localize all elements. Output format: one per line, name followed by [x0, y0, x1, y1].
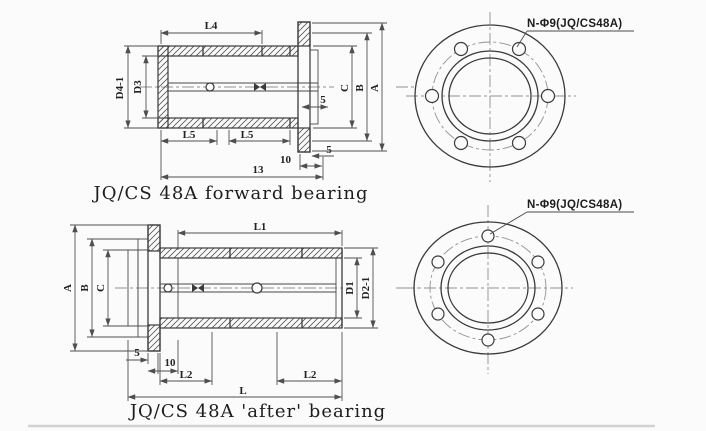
tube-wall-bottom	[159, 317, 343, 329]
lube-hole-icon	[163, 283, 173, 293]
dim-5: 5	[126, 347, 149, 364]
tube-wall-top	[157, 45, 299, 57]
forward-bearing-side-view: L4 D4-1 D3 L5 L5	[92, 20, 414, 204]
flange-bore-circle	[447, 252, 529, 324]
bolt-hole-icon	[431, 307, 445, 321]
dim-label-d1: D1	[344, 281, 356, 294]
lube-hole-icon	[205, 82, 215, 92]
dim-c: C	[95, 249, 150, 327]
dim-label-a: A	[62, 284, 74, 292]
flange-tab-bottom	[147, 324, 161, 352]
after-bearing-flange-view: N-Φ9(JQ/CS48A)	[403, 199, 634, 374]
forward-bearing-flange-view: N-Φ9(JQ/CS48A)	[406, 12, 634, 182]
bolt-hole-icon	[453, 135, 469, 151]
dim-label-l: L	[239, 385, 246, 397]
dim-l1: L1	[177, 221, 343, 250]
dim-5-plate: 5	[311, 144, 334, 159]
bolt-hole-icon	[453, 41, 469, 57]
bolt-pattern-label: N-Φ9(JQ/CS48A)	[527, 18, 622, 30]
flange-bore-circle	[448, 57, 532, 135]
bolt-pattern-label: N-Φ9(JQ/CS48A)	[527, 199, 622, 211]
bolt-hole-icon	[511, 41, 527, 57]
dim-d3: D3	[132, 55, 162, 119]
section-bowtie-icon	[192, 284, 204, 292]
after-bearing-caption: JQ/CS 48A 'after' bearing	[128, 401, 386, 422]
dim-label-c: C	[95, 284, 107, 292]
dim-label-l2-right: L2	[304, 369, 317, 381]
dim-label-l5-left: L5	[183, 129, 196, 141]
dim-10: 10	[147, 340, 179, 374]
dim-d4-1: D4-1	[114, 45, 158, 129]
dim-b: B	[312, 32, 372, 142]
dim-l2-right: L2	[276, 332, 343, 401]
flange-tab-bottom	[297, 127, 311, 153]
dim-10: 10	[280, 154, 322, 170]
flange-outer-circle	[414, 24, 566, 168]
bolt-hole-icon	[531, 255, 545, 269]
dim-label-5: 5	[134, 347, 140, 359]
dim-label-10: 10	[165, 357, 177, 369]
dim-5-boss: 5	[301, 94, 328, 110]
tube-end-cap-left	[157, 45, 169, 129]
bolt-hole-icon	[540, 88, 556, 104]
dim-label-5-plate: 5	[326, 144, 332, 156]
dim-label-l5-right: L5	[241, 129, 254, 141]
flange-boss	[309, 49, 319, 125]
dim-label-10: 10	[280, 154, 292, 166]
section-bowtie-icon	[254, 83, 266, 91]
bolt-hole-icon	[431, 255, 445, 269]
dim-13: 13	[160, 145, 324, 180]
dim-label-c: C	[339, 84, 351, 92]
bolt-hole-icon	[481, 229, 495, 243]
bolt-hole-icon	[511, 135, 527, 151]
dim-label-d3: D3	[132, 80, 144, 94]
bolt-label-leader	[516, 30, 528, 48]
tube-wall-bottom	[157, 117, 299, 129]
dim-label-l4: L4	[205, 20, 218, 32]
dim-d1: D1	[344, 257, 362, 319]
dim-a: A	[62, 224, 150, 352]
forward-bearing-caption: JQ/CS 48A forward bearing	[92, 183, 369, 204]
dim-l2-left: L2	[159, 332, 213, 385]
dim-a: A	[312, 22, 387, 152]
dim-label-d2-1: D2-1	[360, 277, 372, 300]
bolt-hole-icon	[424, 88, 440, 104]
dim-label-b: B	[354, 84, 366, 92]
bolt-hole-icon	[481, 333, 495, 347]
dim-label-b: B	[79, 284, 91, 292]
dim-b: B	[79, 238, 140, 338]
flange-ring-circle	[441, 50, 539, 142]
dim-label-l2-left: L2	[180, 369, 193, 381]
dim-l: L	[127, 340, 342, 401]
dim-label-d4-1: D4-1	[114, 77, 126, 100]
dim-label-l1: L1	[254, 221, 267, 233]
flange-outer-circle	[413, 221, 563, 355]
flange-ring-circle	[440, 245, 536, 331]
tube-wall-top	[159, 247, 343, 259]
bolt-label-leader	[489, 211, 528, 235]
lube-hole-icon	[251, 282, 263, 294]
dim-label-13: 13	[253, 164, 265, 176]
after-bearing-side-view: L1 A B C D1	[62, 221, 420, 422]
flange-tab-top	[147, 224, 161, 252]
dim-l5-right: L5	[228, 129, 291, 145]
dim-l5-left: L5	[160, 129, 218, 145]
dim-c: C	[313, 45, 357, 129]
bolt-hole-icon	[531, 307, 545, 321]
dim-label-5-boss: 5	[320, 94, 326, 106]
dim-label-a: A	[369, 84, 381, 92]
flange-tab-top	[297, 21, 311, 47]
dim-d2-1: D2-1	[344, 247, 378, 329]
dim-l4: L4	[160, 20, 263, 44]
